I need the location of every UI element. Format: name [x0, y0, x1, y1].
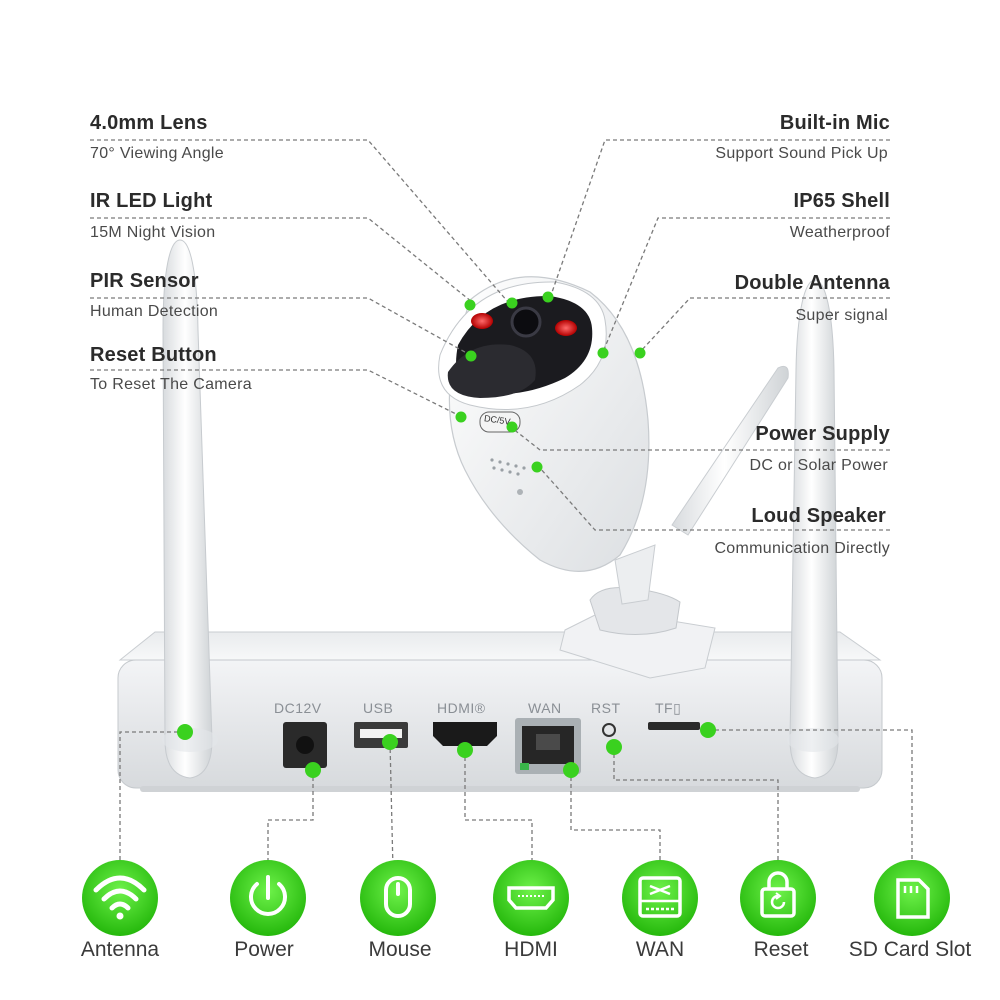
- nvr-antenna-right: [787, 279, 839, 779]
- leader-lines: [90, 139, 913, 871]
- callout-speaker-title: Loud Speaker: [751, 505, 886, 527]
- port-label-rst: RST: [591, 700, 621, 716]
- feature-circles: [82, 860, 950, 936]
- camera-lens: [510, 306, 542, 338]
- callout-ir-subtitle: 15M Night Vision: [90, 224, 216, 241]
- camera-antenna: [671, 365, 789, 536]
- port-label-usb: USB: [363, 700, 394, 716]
- mouse-icon: [360, 860, 436, 936]
- camera-speaker-grille: [490, 458, 526, 476]
- wifi-icon: [82, 860, 158, 936]
- feature-label-reset: Reset: [753, 938, 809, 961]
- callout-antenna-title: Double Antenna: [734, 272, 890, 294]
- feature-label-wan: WAN: [635, 938, 685, 961]
- callout-reset-title: Reset Button: [90, 344, 217, 366]
- callout-shell-title: IP65 Shell: [793, 190, 890, 212]
- network-switch-icon: [622, 860, 698, 936]
- callout-shell-subtitle: Weatherproof: [789, 224, 890, 241]
- callout-mic-subtitle: Support Sound Pick Up: [715, 145, 888, 162]
- sd-card-icon: [874, 860, 950, 936]
- feature-label-antenna: Antenna: [80, 938, 160, 961]
- nvr-antenna-left: [162, 239, 218, 779]
- nvr-front-face: [117, 659, 883, 789]
- reset-lock-icon: [740, 860, 816, 936]
- callout-pir-subtitle: Human Detection: [90, 303, 219, 320]
- camera-mount-arm: [614, 544, 656, 605]
- port-label-dc12v: DC12V: [274, 700, 322, 716]
- callout-dots: [177, 291, 716, 778]
- callout-power-subtitle: DC or Solar Power: [749, 457, 888, 474]
- callout-ir-title: IR LED Light: [90, 190, 213, 212]
- tf-slot: [648, 722, 700, 730]
- hdmi-port: [433, 722, 497, 746]
- callout-speaker-subtitle: Communication Directly: [714, 540, 890, 557]
- callout-lens-title: 4.0mm Lens: [90, 112, 208, 134]
- bullet-camera: [438, 276, 789, 679]
- callout-antenna-subtitle: Super signal: [795, 307, 888, 324]
- port-label-hdmi: HDMI®: [437, 700, 486, 716]
- nvr-recorder: [117, 631, 883, 792]
- feature-label-hdmi: HDMI: [504, 938, 558, 961]
- callout-power-title: Power Supply: [755, 423, 890, 445]
- reset-hole: [602, 723, 616, 737]
- callout-mic-title: Built-in Mic: [779, 112, 890, 134]
- callout-pir-title: PIR Sensor: [90, 270, 199, 292]
- nvr-top-face: [118, 631, 882, 661]
- port-label-tf: TF▯: [655, 700, 682, 716]
- feature-label-sd-card-slot: SD Card Slot: [848, 938, 972, 961]
- nvr-bottom-shadow: [140, 786, 860, 792]
- callout-lens-subtitle: 70° Viewing Angle: [90, 145, 224, 162]
- feature-label-mouse: Mouse: [368, 938, 432, 961]
- power-icon: [230, 860, 306, 936]
- port-label-wan: WAN: [528, 700, 562, 716]
- callout-reset-subtitle: To Reset The Camera: [90, 376, 252, 393]
- hdmi-icon: [493, 860, 569, 936]
- camera-mount-knob: [589, 587, 681, 636]
- feature-label-power: Power: [234, 938, 294, 961]
- ir-led-right: [555, 320, 577, 336]
- ir-led-left: [471, 313, 493, 329]
